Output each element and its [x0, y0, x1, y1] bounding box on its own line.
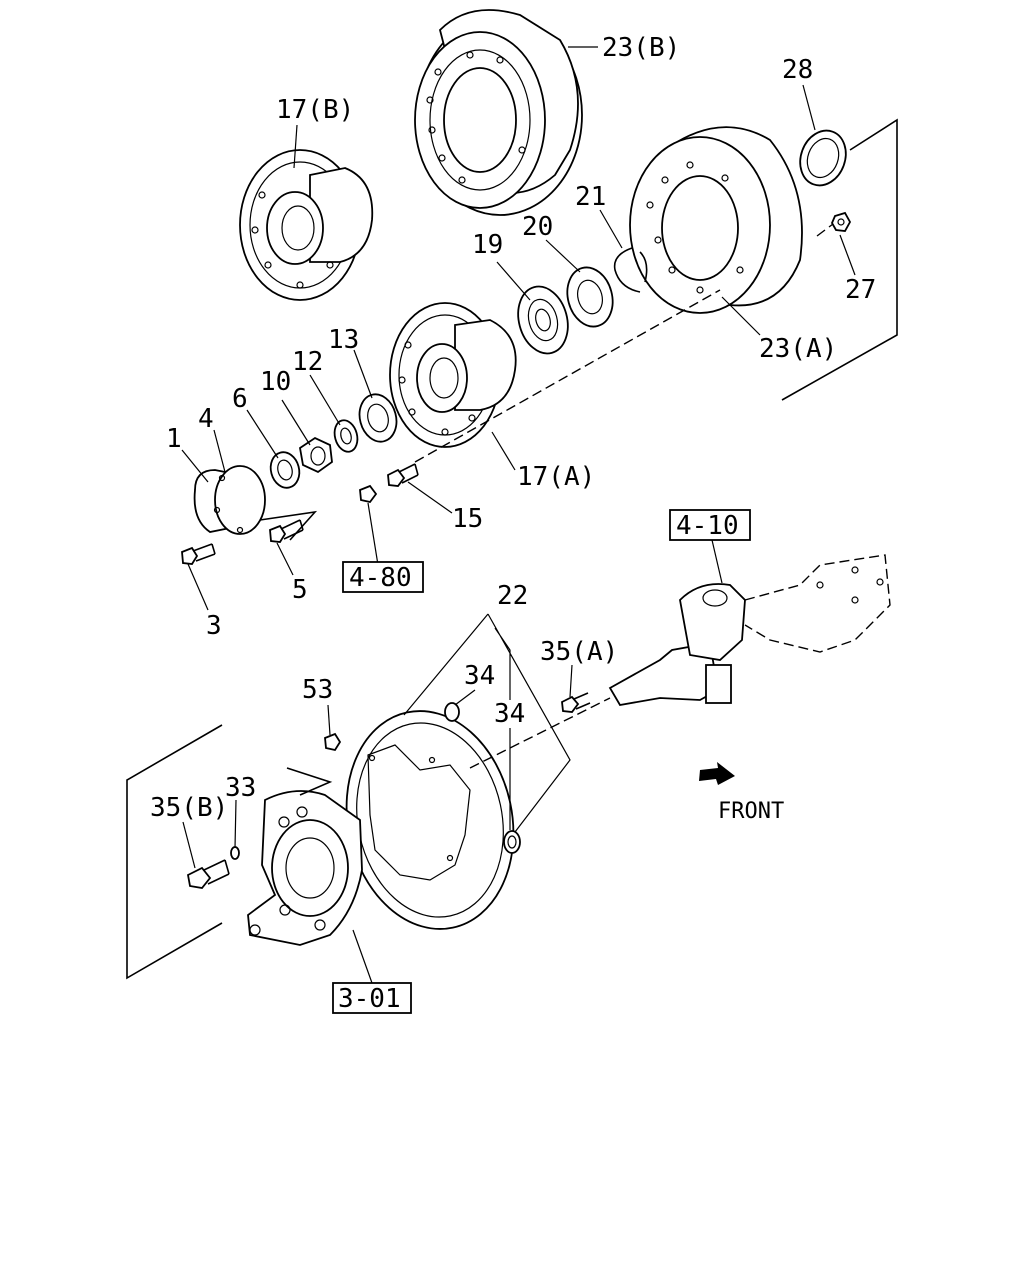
label-1: 1	[166, 424, 182, 454]
label-34-upper: 34	[464, 661, 495, 691]
label-53: 53	[302, 675, 333, 705]
label-15: 15	[452, 504, 483, 534]
steering-knuckle-4-10[interactable]	[608, 554, 891, 706]
anchor-plate-3-01[interactable]	[247, 790, 363, 946]
label-22: 22	[497, 581, 528, 611]
bearing-13[interactable]	[354, 390, 401, 446]
label-10: 10	[260, 367, 291, 397]
washer-12[interactable]	[331, 418, 361, 455]
ref-box-4-80[interactable]: 4-80	[342, 561, 424, 593]
ref-3-01-text: 3-01	[338, 984, 401, 1014]
stud-bolt-15[interactable]	[387, 463, 419, 487]
label-17a: 17(A)	[517, 462, 595, 492]
label-20: 20	[522, 212, 553, 242]
snap-ring-21[interactable]	[613, 247, 648, 293]
label-12: 12	[292, 347, 323, 377]
label-19: 19	[472, 230, 503, 260]
front-label: FRONT	[718, 799, 784, 824]
plug-34-upper[interactable]	[444, 702, 460, 722]
nut-53[interactable]	[324, 732, 342, 752]
wheel-hub-17a[interactable]	[389, 302, 517, 448]
ref-4-80-text: 4-80	[349, 563, 412, 593]
label-3: 3	[206, 611, 222, 641]
label-4: 4	[198, 404, 214, 434]
bearing-20[interactable]	[561, 262, 619, 331]
nut-27[interactable]	[830, 211, 852, 232]
label-6: 6	[232, 384, 248, 414]
oil-seal-6[interactable]	[267, 449, 303, 491]
label-27: 27	[845, 275, 876, 305]
brake-drum-23a[interactable]	[629, 126, 803, 314]
label-13: 13	[328, 325, 359, 355]
ref-box-4-10[interactable]: 4-10	[669, 509, 751, 541]
plug-34-lower[interactable]	[503, 830, 521, 854]
label-28: 28	[782, 55, 813, 85]
leader-lines	[181, 46, 856, 984]
washer-33[interactable]	[230, 846, 240, 860]
lock-nut-10[interactable]	[299, 436, 333, 474]
label-33: 33	[225, 773, 256, 803]
label-35b: 35(B)	[150, 793, 228, 823]
ref-box-3-01[interactable]: 3-01	[332, 982, 412, 1014]
label-35a: 35(A)	[540, 637, 618, 667]
label-5: 5	[292, 575, 308, 605]
bolt-35a[interactable]	[561, 692, 591, 713]
bolt-35b[interactable]	[186, 859, 230, 889]
label-21: 21	[575, 182, 606, 212]
bolt-5[interactable]	[269, 519, 304, 543]
label-23a: 23(A)	[759, 334, 837, 364]
ref-4-10-text: 4-10	[676, 511, 739, 541]
front-direction-arrow-icon	[699, 762, 735, 785]
oil-seal-28[interactable]	[793, 124, 853, 192]
wheel-hub-17b[interactable]	[239, 149, 374, 301]
bearing-19[interactable]	[511, 281, 575, 359]
label-23b: 23(B)	[602, 33, 680, 63]
hub-cap-1[interactable]	[193, 465, 266, 535]
nut-4-80[interactable]	[359, 484, 378, 504]
bolt-3[interactable]	[181, 543, 216, 565]
label-17b: 17(B)	[276, 95, 354, 125]
brake-drum-23b[interactable]	[414, 9, 583, 216]
label-34-lower: 34	[494, 699, 525, 729]
